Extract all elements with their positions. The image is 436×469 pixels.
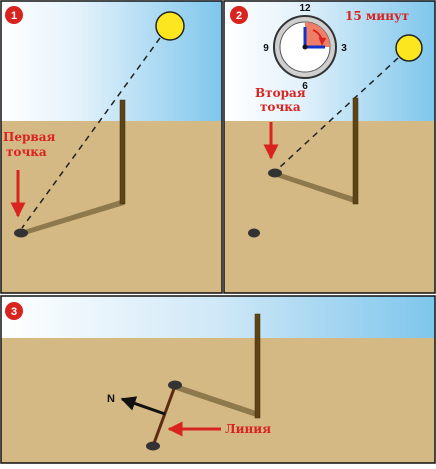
direction-line (151, 385, 177, 447)
clock-number-3: 3 (341, 43, 347, 54)
panel-border (223, 0, 436, 294)
panel-2: 2 12 3 6 9 15 минут Вторая точка (223, 0, 436, 294)
panel-1: 1 Первая точка (0, 0, 223, 294)
clock-number-12: 12 (299, 3, 311, 14)
point-label-line-2: точка (260, 100, 301, 114)
step-badge: 2 (230, 6, 248, 24)
first-point-stone-icon (248, 228, 260, 238)
stick-shadow (173, 383, 259, 418)
north-arrow-icon (120, 396, 166, 416)
line-label: Линия (225, 422, 271, 436)
stick (352, 97, 359, 205)
stick (254, 313, 261, 419)
panel-3: 3 N Линия (0, 295, 436, 464)
badge-circle (230, 6, 248, 24)
badge-circle (5, 302, 23, 320)
stick (119, 99, 126, 205)
badge-circle (5, 6, 23, 24)
stick-shadow (21, 199, 124, 236)
clock-number-6: 6 (302, 81, 308, 92)
stone-icon (14, 228, 28, 238)
clock-center (302, 44, 308, 50)
badge-number: 1 (11, 10, 17, 22)
badge-number: 2 (236, 10, 242, 22)
step-badge: 1 (5, 6, 23, 24)
sky-area (1, 1, 222, 121)
sun-ray-line (278, 57, 399, 169)
clock-rotation-arrow (312, 29, 327, 46)
clock-number-9: 9 (263, 43, 269, 54)
north-label: N (107, 393, 115, 405)
stone-icon (268, 168, 282, 178)
sun-icon (395, 34, 423, 62)
panel-border (0, 0, 223, 294)
point-label-line-1: Первая (3, 130, 55, 144)
sky-area (1, 296, 435, 338)
clock-icon: 12 3 6 9 (263, 3, 347, 92)
badge-number: 3 (11, 306, 17, 318)
sun-icon (155, 11, 185, 41)
panel-border (0, 295, 436, 464)
stick-shadow (274, 171, 357, 204)
time-label: 15 минут (345, 9, 409, 23)
point-label-line-2: точка (6, 145, 47, 159)
point-label-line-1: Вторая (255, 86, 306, 100)
step-badge: 3 (5, 302, 23, 320)
second-point-stone-icon (168, 380, 182, 390)
first-point-stone-icon (146, 441, 160, 451)
ground-area (224, 121, 435, 293)
